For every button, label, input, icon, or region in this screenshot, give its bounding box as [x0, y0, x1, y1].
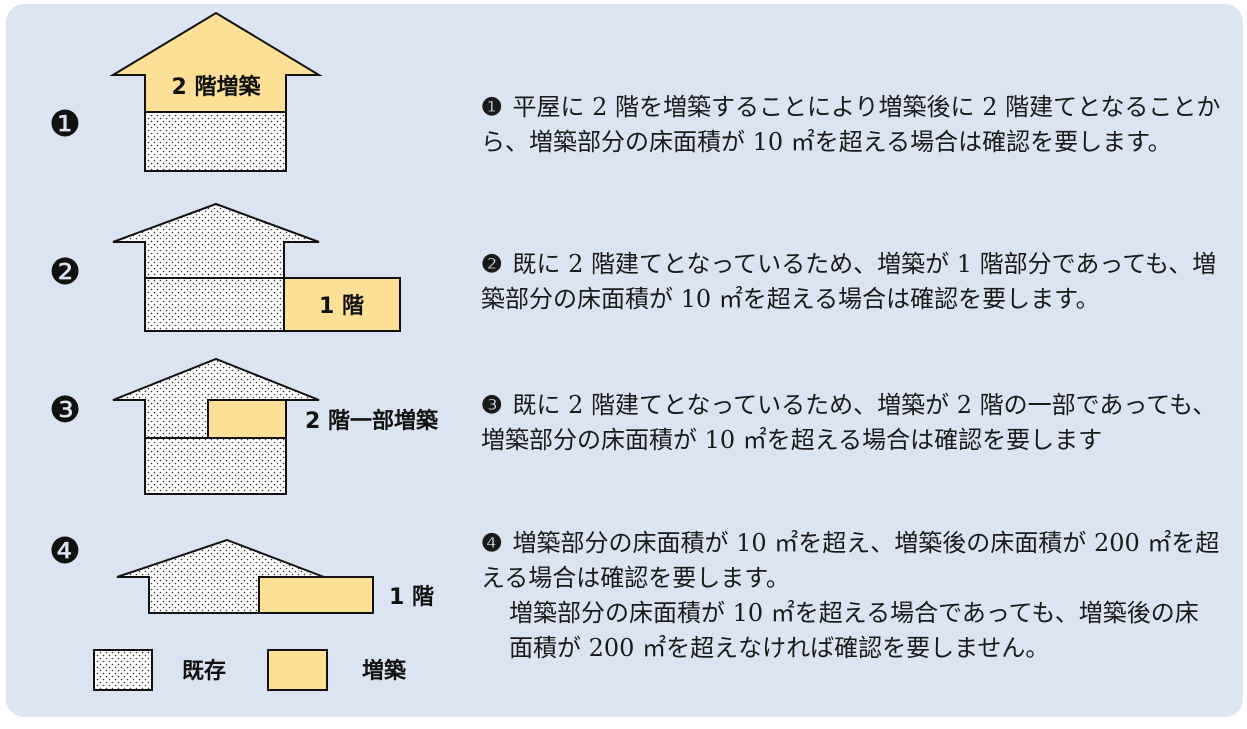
- case3-label: 2 階一部増築: [305, 408, 439, 434]
- case1-number: ❶: [49, 104, 81, 145]
- case2-extension: [283, 277, 401, 332]
- legend-existing-swatch: [93, 649, 153, 691]
- case1-roof-extension: [109, 11, 323, 113]
- paragraph-1-number: ❶: [481, 92, 503, 121]
- legend-extension-swatch: [267, 649, 328, 691]
- paragraph-1-text: 平屋に 2 階を増築することにより増築後に 2 階建てとなることから、増築部分の…: [481, 93, 1221, 156]
- case4-extension: [258, 576, 374, 614]
- building-diagrams: 2 階増築 ❶ 1 階 ❷ 2 階一部増築 ❸ 1 階 ❹ 既存 増築: [49, 11, 439, 691]
- legend-existing-label: 既存: [182, 658, 226, 684]
- case3-number: ❸: [49, 390, 81, 431]
- case2-label: 1 階: [319, 294, 364, 319]
- paragraph-4-number: ❹: [481, 528, 503, 557]
- case3-existing-lower: [144, 437, 287, 495]
- case1-diagram: 2 階増築 ❶: [49, 11, 323, 172]
- case2-existing-upper: [112, 202, 320, 279]
- paragraph-2-number: ❷: [481, 249, 503, 278]
- paragraph-3-number: ❸: [481, 390, 503, 419]
- legend-extension-label: 増築: [362, 658, 407, 684]
- legend: 既存 増築: [93, 649, 407, 691]
- paragraph-4-text: 増築部分の床面積が 10 ㎡を超え、増築後の床面積が 200 ㎡を超える場合は確…: [481, 529, 1220, 592]
- case4-diagram: 1 階 ❹: [49, 531, 434, 614]
- paragraph-2-text: 既に 2 階建てとなっているため、増築が 1 階部分であっても、増築部分の床面積…: [481, 250, 1217, 313]
- case2-diagram: 1 階 ❷: [49, 202, 401, 332]
- case2-number: ❷: [49, 252, 81, 293]
- case3-diagram: 2 階一部増築 ❸: [49, 357, 439, 495]
- case2-existing-lower: [144, 277, 285, 332]
- case4-label: 1 階: [389, 585, 434, 610]
- case1-existing-floor: [144, 111, 287, 172]
- paragraph-4-second: 増築部分の床面積が 10 ㎡を超える場合であっても、増築後の床面積が 200 ㎡…: [509, 599, 1199, 662]
- case1-label: 2 階増築: [172, 74, 262, 100]
- case4-number: ❹: [49, 531, 81, 572]
- case3-extension: [207, 399, 287, 439]
- paragraph-3-text: 既に 2 階建てとなっているため、増築が 2 階の一部であっても、増築部分の床面…: [481, 391, 1217, 454]
